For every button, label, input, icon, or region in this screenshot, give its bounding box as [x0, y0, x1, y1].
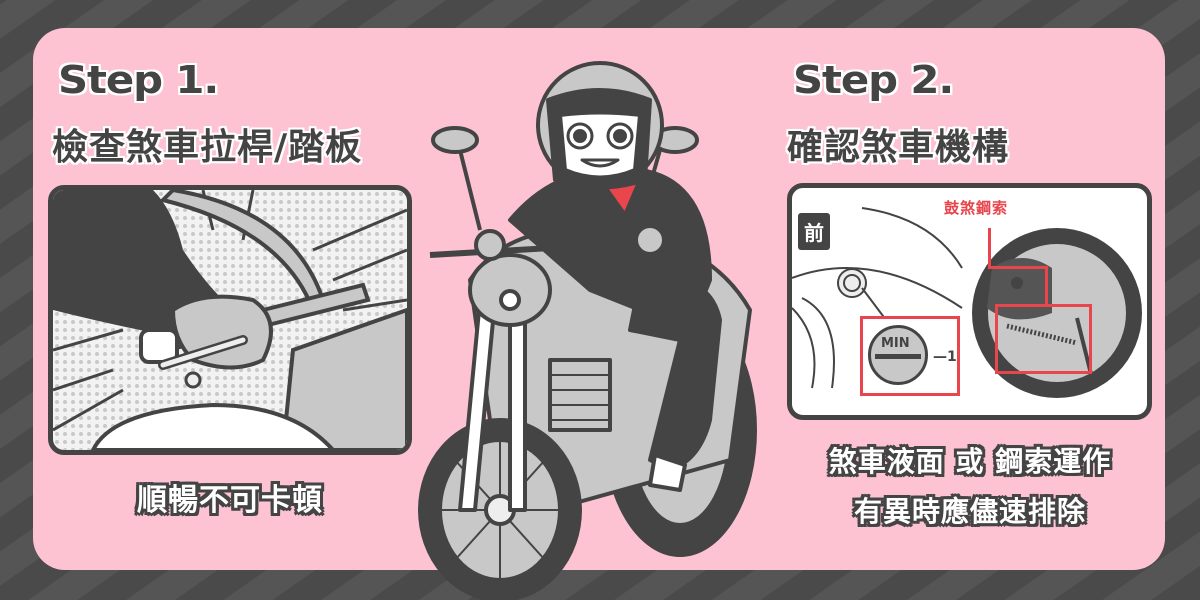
callout-line [988, 228, 991, 268]
callout-line [988, 266, 1048, 269]
drum-brake-cable-label: 鼓煞鋼索 [944, 199, 1009, 217]
callout-number: —1 [933, 349, 957, 365]
step2-caption-line2: 有異時應儘速排除 [853, 495, 1086, 528]
callout-line [1045, 266, 1048, 306]
brake-mechanism-diagram [792, 207, 1142, 398]
rider-on-motorcycle-illustration [418, 61, 757, 600]
front-tag: 前 [798, 213, 830, 250]
hand-on-brake-lever-illustration [53, 190, 407, 450]
step2-caption-line1: 煞車液面 或 鋼索運作 [828, 445, 1112, 478]
step1-caption: 順暢不可卡頓 [137, 483, 323, 518]
reservoir-sight-glass: MIN [868, 325, 928, 385]
step1-title: 檢查煞車拉桿/踏板 [52, 127, 363, 168]
fluid-level-callout: MIN —1 [860, 316, 960, 396]
step1-number: Step 1. [58, 58, 219, 102]
step1-illustration-card [48, 185, 412, 455]
step2-number: Step 2. [793, 58, 954, 102]
min-label: MIN [881, 336, 910, 351]
drum-cable-callout [995, 304, 1092, 374]
min-line [875, 354, 921, 359]
step2-illustration-card: MIN —1 [787, 183, 1152, 420]
step2-title: 確認煞車機構 [787, 127, 1010, 168]
